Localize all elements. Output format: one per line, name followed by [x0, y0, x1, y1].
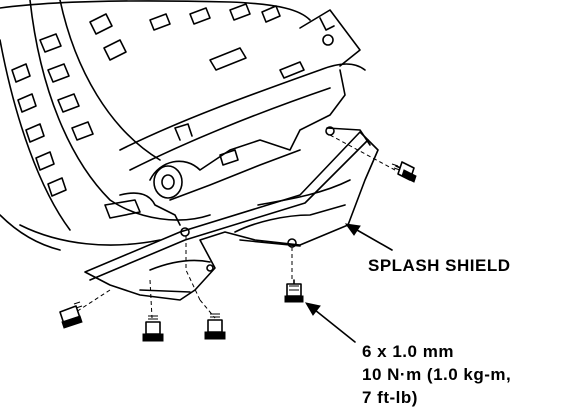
bolt-right [391, 161, 417, 183]
bolt-rear [204, 313, 226, 340]
frame-member [119, 9, 366, 171]
torque-nm-text: 10 N·m (1.0 kg-m, [362, 365, 512, 384]
bolt-front-left [59, 301, 83, 329]
bolt-spec-label: 6 x 1.0 mm 10 N·m (1.0 kg-m, 7 ft-lb) [362, 340, 511, 409]
tire-tread [11, 3, 281, 197]
splash-shield [84, 126, 379, 301]
splash-shield-arrow [344, 223, 393, 251]
lower-arm-bracket [104, 69, 346, 226]
bolt-spec-arrow [304, 302, 356, 343]
bolt-size-text: 6 x 1.0 mm [362, 342, 454, 361]
splash-shield-label: SPLASH SHIELD [368, 256, 511, 275]
guide-lines [75, 134, 396, 319]
torque-ftlb-text: 7 ft-lb) [362, 388, 418, 407]
tire [0, 0, 311, 251]
bolt-front-center [142, 315, 164, 342]
bolt-center [284, 279, 304, 303]
